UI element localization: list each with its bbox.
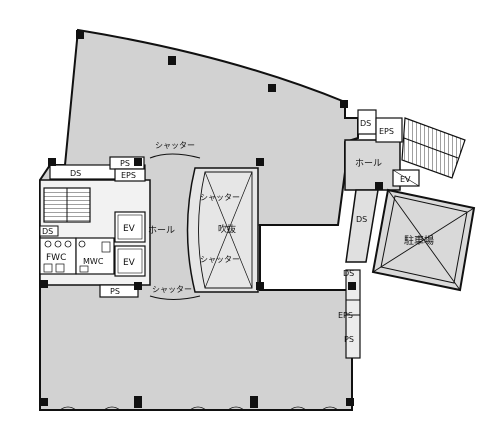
right-hall-area <box>344 139 401 191</box>
label-ev-upper: EV <box>123 224 136 234</box>
window-marks <box>59 406 339 411</box>
label-ds-right-low: DS <box>343 269 354 278</box>
label-ps-bottom: PS <box>110 287 120 296</box>
left-ds-room <box>39 225 59 237</box>
label-shutter-bottom: シャッター <box>152 285 192 294</box>
upper-elevator <box>114 211 146 243</box>
label-shutter-atrium-bottom: シャッター <box>200 255 240 264</box>
label-eps-right-low: EPS <box>338 311 353 320</box>
structural-columns <box>40 30 383 408</box>
label-ds-right-top: DS <box>360 119 371 128</box>
bottom-ps-room <box>99 284 139 298</box>
label-hall-center: ホール <box>148 225 175 236</box>
label-parking: 駐車場 <box>404 234 434 247</box>
female-wc-room <box>39 237 77 275</box>
label-ds-right-mid: DS <box>356 215 367 224</box>
label-ps-right-low: PS <box>344 335 354 344</box>
right-ds-shaft <box>345 189 379 263</box>
top-left-eps-room <box>114 168 146 182</box>
label-eps-top-left: EPS <box>121 171 136 180</box>
label-ps-top-left: PS <box>120 159 130 168</box>
label-ev-lower: EV <box>123 258 136 268</box>
label-mwc: MWC <box>83 257 104 266</box>
parking-area <box>371 188 476 292</box>
male-wc-room <box>75 237 115 275</box>
atrium <box>186 167 259 293</box>
lower-elevator <box>114 245 146 277</box>
label-shutter-atrium-top: シャッター <box>200 193 240 202</box>
label-shutter-top: シャッター <box>155 141 195 150</box>
label-atrium: 吹抜 <box>218 223 236 235</box>
right-service-strip <box>345 269 361 359</box>
right-eps-room <box>375 117 403 143</box>
label-ds-left: DS <box>42 227 53 236</box>
label-eps-right-top: EPS <box>379 127 394 136</box>
right-stairs <box>401 117 466 179</box>
label-hall-right: ホール <box>355 158 382 169</box>
label-ds-top-left: DS <box>70 169 81 178</box>
label-fwc: FWC <box>46 253 66 263</box>
label-ev-right: EV <box>400 175 411 184</box>
